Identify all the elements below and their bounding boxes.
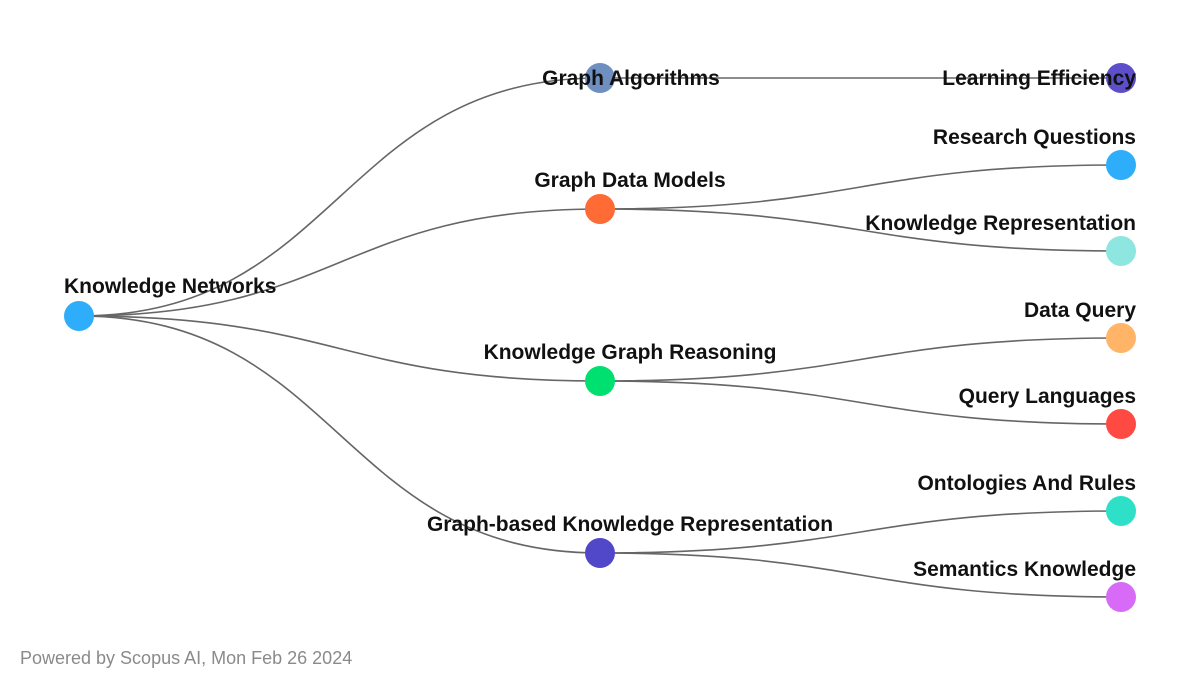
node-knowledge-graph-reasoning[interactable]: Knowledge Graph Reasoning: [484, 341, 777, 396]
node-dot-graph-algorithms[interactable]: [585, 63, 615, 93]
node-dot-ontologies-and-rules[interactable]: [1106, 496, 1136, 526]
edge-knowledge-graph-reasoning-to-data-query: [599, 337, 1122, 382]
node-label-research-questions: Research Questions: [933, 126, 1136, 149]
edge-graph-based-knowledge-representation-to-ontologies-and-rules: [599, 510, 1122, 554]
edge-root-to-graph-based-knowledge-representation: [78, 315, 601, 554]
node-semantics-knowledge[interactable]: Semantics Knowledge: [913, 558, 1136, 612]
node-label-learning-efficiency: Learning Efficiency: [942, 67, 1136, 90]
node-dot-graph-based-knowledge-representation[interactable]: [585, 538, 615, 568]
node-graph-algorithms[interactable]: Graph Algorithms: [542, 63, 720, 93]
node-dot-knowledge-graph-reasoning[interactable]: [585, 366, 615, 396]
edge-root-to-knowledge-graph-reasoning: [78, 315, 601, 382]
node-label-knowledge-representation: Knowledge Representation: [865, 212, 1136, 235]
tree-edges: [78, 77, 1122, 598]
node-dot-research-questions[interactable]: [1106, 150, 1136, 180]
node-label-knowledge-networks: Knowledge Networks: [64, 275, 276, 298]
edge-root-to-graph-data-models: [78, 208, 601, 317]
node-dot-learning-efficiency[interactable]: [1106, 63, 1136, 93]
node-graph-based-knowledge-representation[interactable]: Graph-based Knowledge Representation: [427, 513, 833, 568]
node-label-knowledge-graph-reasoning: Knowledge Graph Reasoning: [484, 341, 777, 364]
node-dot-knowledge-networks[interactable]: [64, 301, 94, 331]
tree-nodes: Graph Algorithms Learning EfficiencyGraph…: [64, 63, 1136, 612]
node-ontologies-and-rules[interactable]: Ontologies And Rules: [917, 472, 1136, 526]
node-knowledge-networks[interactable]: Knowledge Networks: [64, 275, 276, 331]
node-dot-data-query[interactable]: [1106, 323, 1136, 353]
node-label-graph-data-models: Graph Data Models: [534, 169, 725, 192]
node-query-languages[interactable]: Query Languages: [959, 385, 1136, 439]
node-research-questions[interactable]: Research Questions: [933, 126, 1136, 180]
node-dot-semantics-knowledge[interactable]: [1106, 582, 1136, 612]
edge-root-to-graph-algorithms: [78, 77, 601, 317]
node-label-graph-based-knowledge-representation: Graph-based Knowledge Representation: [427, 513, 833, 536]
node-graph-data-models[interactable]: Graph Data Models: [534, 169, 726, 224]
node-label-graph-algorithms: Graph Algorithms: [542, 67, 720, 90]
node-dot-knowledge-representation[interactable]: [1106, 236, 1136, 266]
edge-knowledge-graph-reasoning-to-query-languages: [599, 380, 1122, 425]
node-label-query-languages: Query Languages: [959, 385, 1136, 408]
edge-graph-data-models-to-research-questions: [599, 164, 1122, 210]
node-dot-query-languages[interactable]: [1106, 409, 1136, 439]
edge-graph-based-knowledge-representation-to-semantics-knowledge: [599, 552, 1122, 598]
node-data-query[interactable]: Data Query: [1024, 299, 1136, 353]
node-dot-graph-data-models[interactable]: [585, 194, 615, 224]
footer-credit: Powered by Scopus AI, Mon Feb 26 2024: [20, 648, 353, 668]
node-label-ontologies-and-rules: Ontologies And Rules: [917, 472, 1136, 495]
node-label-data-query: Data Query: [1024, 299, 1136, 322]
edge-graph-data-models-to-knowledge-representation: [599, 208, 1122, 252]
node-learning-efficiency[interactable]: Learning Efficiency: [942, 63, 1136, 93]
node-knowledge-representation[interactable]: Knowledge Representation: [865, 212, 1136, 266]
node-label-semantics-knowledge: Semantics Knowledge: [913, 558, 1136, 581]
